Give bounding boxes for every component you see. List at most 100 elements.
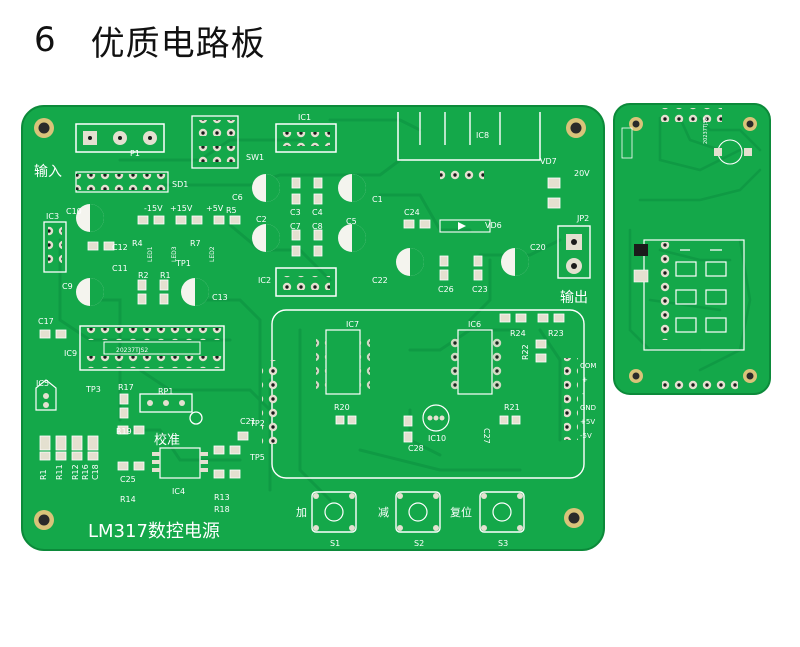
ref-R21: R21: [504, 403, 520, 412]
label-minus15v: -15V: [144, 204, 163, 213]
ref-R20: R20: [334, 403, 350, 412]
label-plus5v: +5V: [206, 204, 224, 213]
ref-C25: C25: [120, 475, 136, 484]
ref-IC1: IC1: [298, 113, 311, 122]
ref-C23: C23: [472, 285, 488, 294]
ref-LED2: LED2: [209, 246, 216, 262]
pin-label-gnd: GND: [580, 404, 596, 412]
ref-IC8: IC8: [476, 131, 489, 140]
ref-TP5: TP5: [249, 453, 265, 462]
label-minus: 减: [378, 506, 389, 519]
ref-S3: S3: [498, 539, 508, 548]
ref-R13: R13: [214, 493, 230, 502]
ref-R5: R5: [226, 206, 237, 215]
pin-label-plus5v: +5V: [580, 418, 595, 426]
label-plus: 加: [296, 506, 307, 519]
ref-R24: R24: [510, 329, 526, 338]
ref-S2: S2: [414, 539, 424, 548]
ref-TP3: TP3: [85, 385, 101, 394]
ref-R23: R23: [548, 329, 564, 338]
ref-R7: R7: [190, 239, 201, 248]
label-output: 输出: [560, 290, 588, 306]
ref-SD1: SD1: [172, 180, 188, 189]
ref-C18: C18: [91, 464, 100, 480]
ref-IC9: IC9: [64, 349, 77, 358]
ref-JP2: JP2: [576, 214, 589, 223]
ref-C8: C8: [312, 222, 323, 231]
ref-C4: C4: [312, 208, 323, 217]
ref-C10: C10: [66, 207, 82, 216]
ref-R1: R1: [39, 469, 48, 480]
ref-P1: P1: [130, 149, 140, 158]
ref-IC7: IC7: [346, 320, 359, 329]
ref-IC10: IC10: [428, 434, 446, 443]
mounting-holes: [34, 118, 586, 530]
ref-IC3: IC3: [46, 212, 59, 221]
ref-C27: C27: [482, 428, 491, 444]
ref-LED3: LED3: [171, 246, 178, 262]
ref-C9: C9: [62, 282, 73, 291]
ref-C12: C12: [112, 243, 128, 252]
ref-IC6: IC6: [468, 320, 481, 329]
ic9-marking: 20237TJS2: [116, 347, 148, 354]
ref-TP2: TP2: [249, 419, 265, 428]
label-reset: 复位: [450, 505, 472, 519]
ref-C26: C26: [438, 285, 454, 294]
ref-R19: R19: [116, 427, 132, 436]
ref-S1: S1: [330, 539, 340, 548]
ref-R4: R4: [132, 239, 143, 248]
ref-C3: C3: [290, 208, 301, 217]
ref-R12: R12: [71, 464, 80, 480]
label-input: 输入: [34, 164, 62, 180]
ref-R11: R11: [55, 464, 64, 480]
electrolytic-capacitors: [76, 174, 529, 306]
ref-C24: C24: [404, 208, 420, 217]
display-board: 20237TJS2: [613, 103, 771, 395]
ref-C28: C28: [408, 444, 424, 453]
ref-R14: R14: [120, 495, 136, 504]
ref-SW1: SW1: [246, 153, 264, 162]
ref-IC5: IC5: [36, 379, 49, 388]
board-title: LM317数控电源: [88, 521, 220, 542]
tact-switches: [311, 491, 525, 533]
ref-LED1: LED1: [147, 246, 154, 262]
pin-label-minus: -: [582, 390, 585, 398]
label-calibrate: 校准: [154, 432, 180, 448]
ref-C5: C5: [346, 217, 357, 226]
page-heading: 6 优质电路板: [34, 14, 266, 66]
heading-title: 优质电路板: [90, 23, 266, 64]
pin-label-minus5v: -5V: [580, 432, 592, 440]
ref-C7: C7: [290, 222, 301, 231]
heading-number: 6: [34, 20, 57, 60]
ref-VD7: VD7: [540, 157, 557, 166]
pin-label-plus: +: [582, 376, 588, 384]
label-plus15v: +15V: [170, 204, 193, 213]
ref-C20: C20: [530, 243, 546, 252]
ref-R2: R2: [138, 271, 149, 280]
ref-RP1: RP1: [158, 387, 173, 396]
ref-C13: C13: [212, 293, 228, 302]
ref-C17: C17: [38, 317, 54, 326]
display-chip-marking: 20237TJS2: [703, 117, 709, 144]
ref-R22: R22: [521, 344, 530, 360]
ref-C11: C11: [112, 264, 128, 273]
main-board: P1 SD1 SW1 IC1 IC2 IC3 IC4 IC5 IC6 IC7 I…: [21, 105, 605, 551]
display-board-body: [614, 104, 770, 394]
ref-C1: C1: [372, 195, 383, 204]
smd-pads: [39, 177, 565, 479]
pin-label-com: COM: [580, 362, 596, 370]
ref-C6: C6: [232, 193, 243, 202]
ref-R1b: R1: [160, 271, 171, 280]
ref-VD6: VD6: [485, 221, 502, 230]
ref-C2: C2: [256, 215, 267, 224]
ref-R17: R17: [118, 383, 134, 392]
ref-C21: C21: [240, 417, 256, 426]
ref-C22: C22: [372, 276, 388, 285]
ref-IC2: IC2: [258, 276, 271, 285]
ref-IC4: IC4: [172, 487, 185, 496]
ref-20V: 20V: [574, 169, 590, 178]
ref-R16: R16: [81, 464, 90, 480]
ref-TP1: TP1: [175, 259, 191, 268]
ref-R18: R18: [214, 505, 230, 514]
